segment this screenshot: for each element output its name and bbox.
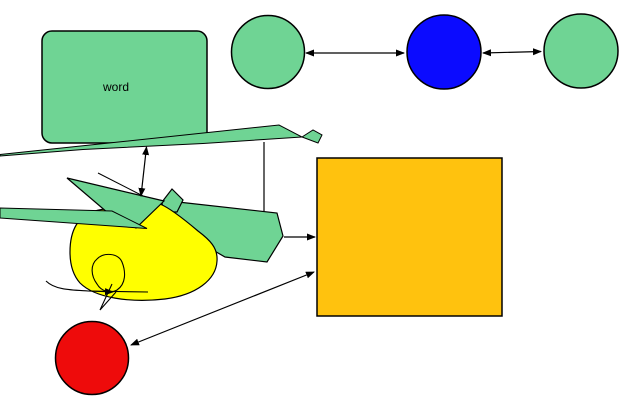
orange-rectangle[interactable] bbox=[316, 157, 503, 317]
scribble-arrow bbox=[45, 280, 114, 296]
scribble-straight-line bbox=[87, 290, 149, 293]
diagonal-thin-line bbox=[97, 172, 144, 197]
green-sliver-upper[interactable] bbox=[0, 124, 304, 157]
inner-loop-scribble bbox=[91, 253, 126, 293]
red-circle[interactable] bbox=[54, 320, 130, 396]
arrow-middle-to-right[interactable] bbox=[482, 48, 542, 57]
scribble-zigzag bbox=[99, 283, 117, 311]
node-circle-right[interactable] bbox=[543, 13, 619, 89]
arrow-redcircle-to-rectangle[interactable] bbox=[130, 271, 315, 346]
arrow-sliver-to-pennant[interactable] bbox=[138, 146, 150, 197]
green-bowtie-lobe[interactable] bbox=[300, 129, 323, 144]
node-circle-middle[interactable] bbox=[406, 14, 482, 90]
node-circle-left[interactable] bbox=[230, 14, 306, 90]
green-sliver-lower[interactable] bbox=[0, 207, 148, 229]
word-box-label: word bbox=[102, 80, 129, 94]
